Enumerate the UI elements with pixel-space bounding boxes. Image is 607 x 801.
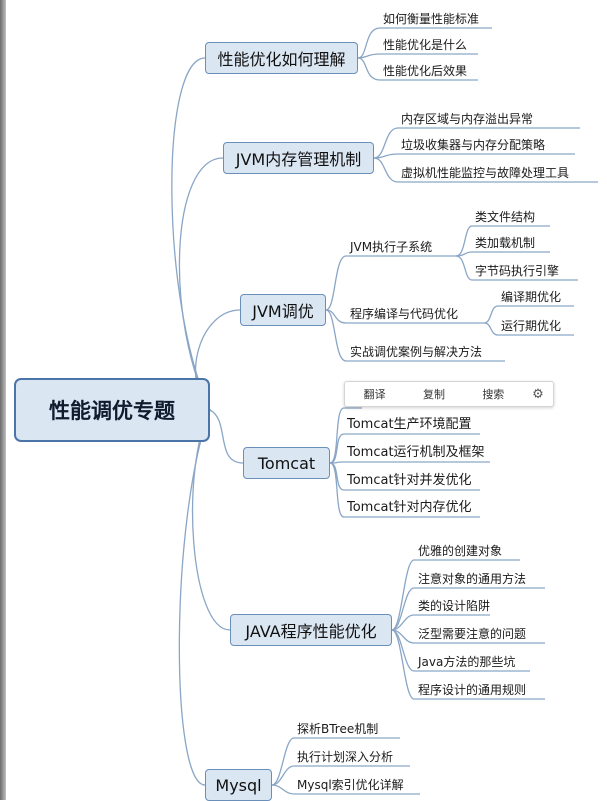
leaf-tomcat-mechanism[interactable]: Tomcat运行机制及框架 xyxy=(347,445,485,460)
leaf-index-optimize[interactable]: Mysql索引优化详解 xyxy=(297,778,404,792)
connector-root-jvmmem xyxy=(178,157,224,411)
connector-root-mysql xyxy=(178,409,211,786)
topic-jvm-memory[interactable]: JVM内存管理机制 xyxy=(223,142,374,174)
sub-compile-optimize[interactable]: 程序编译与代码优化 xyxy=(350,307,459,321)
leaf-create-objects[interactable]: 优雅的创建对象 xyxy=(418,544,503,558)
leaf-perf-effect[interactable]: 性能优化后效果 xyxy=(383,64,468,78)
leaf-tomcat-concurrency[interactable]: Tomcat针对并发优化 xyxy=(347,473,472,488)
leaf-design-rules[interactable]: 程序设计的通用规则 xyxy=(418,683,527,697)
leaf-class-file[interactable]: 类文件结构 xyxy=(475,210,536,224)
gear-icon[interactable]: ⚙ xyxy=(532,386,544,402)
leaf-vm-monitoring[interactable]: 虚拟机性能监控与故障处理工具 xyxy=(401,166,570,180)
leaf-object-methods[interactable]: 注意对象的通用方法 xyxy=(418,572,527,586)
topic-tomcat[interactable]: Tomcat xyxy=(243,447,330,479)
leaf-perf-what[interactable]: 性能优化是什么 xyxy=(383,38,468,52)
window-edge xyxy=(0,0,6,800)
leaf-memory-areas[interactable]: 内存区域与内存溢出异常 xyxy=(401,112,534,126)
leaf-class-design[interactable]: 类的设计陷阱 xyxy=(418,599,491,613)
sub-jvm-execution[interactable]: JVM执行子系统 xyxy=(350,240,433,254)
leaf-runtime[interactable]: 运行期优化 xyxy=(501,319,562,333)
leaf-gc-strategy[interactable]: 垃圾收集器与内存分配策略 xyxy=(401,138,546,152)
leaf-compile-time[interactable]: 编译期优化 xyxy=(501,290,562,304)
leaf-generics[interactable]: 泛型需要注意的问题 xyxy=(418,627,527,641)
leaf-explain-plan[interactable]: 执行计划深入分析 xyxy=(297,750,394,764)
topic-java-performance[interactable]: JAVA程序性能优化 xyxy=(230,614,392,646)
topic-mysql[interactable]: Mysql xyxy=(205,769,272,801)
leaf-perf-measure[interactable]: 如何衡量性能标准 xyxy=(383,12,480,26)
translate-button[interactable]: 翻译 xyxy=(363,388,386,401)
leaf-btree[interactable]: 探析BTree机制 xyxy=(297,722,379,736)
leaf-tomcat-production[interactable]: Tomcat生产环境配置 xyxy=(347,417,472,432)
leaf-java-methods[interactable]: Java方法的那些坑 xyxy=(418,655,516,669)
connector-root-tomcat xyxy=(209,409,244,464)
selection-toolbar: 翻译 复制 搜索 ⚙ xyxy=(344,381,554,407)
connector-root-perf xyxy=(171,57,211,411)
copy-button[interactable]: 复制 xyxy=(422,388,445,401)
leaf-class-loading[interactable]: 类加载机制 xyxy=(475,236,536,250)
topic-performance-understanding[interactable]: 性能优化如何理解 xyxy=(205,42,358,74)
leaf-bytecode-engine[interactable]: 字节码执行引擎 xyxy=(475,264,560,278)
leaf-tomcat-memory[interactable]: Tomcat针对内存优化 xyxy=(347,500,472,515)
topic-jvm-tuning[interactable]: JVM调优 xyxy=(240,294,326,326)
root-topic[interactable]: 性能调优专题 xyxy=(14,378,210,442)
search-button[interactable]: 搜索 xyxy=(482,388,505,401)
leaf-tuning-cases[interactable]: 实战调优案例与解决方法 xyxy=(350,345,483,359)
